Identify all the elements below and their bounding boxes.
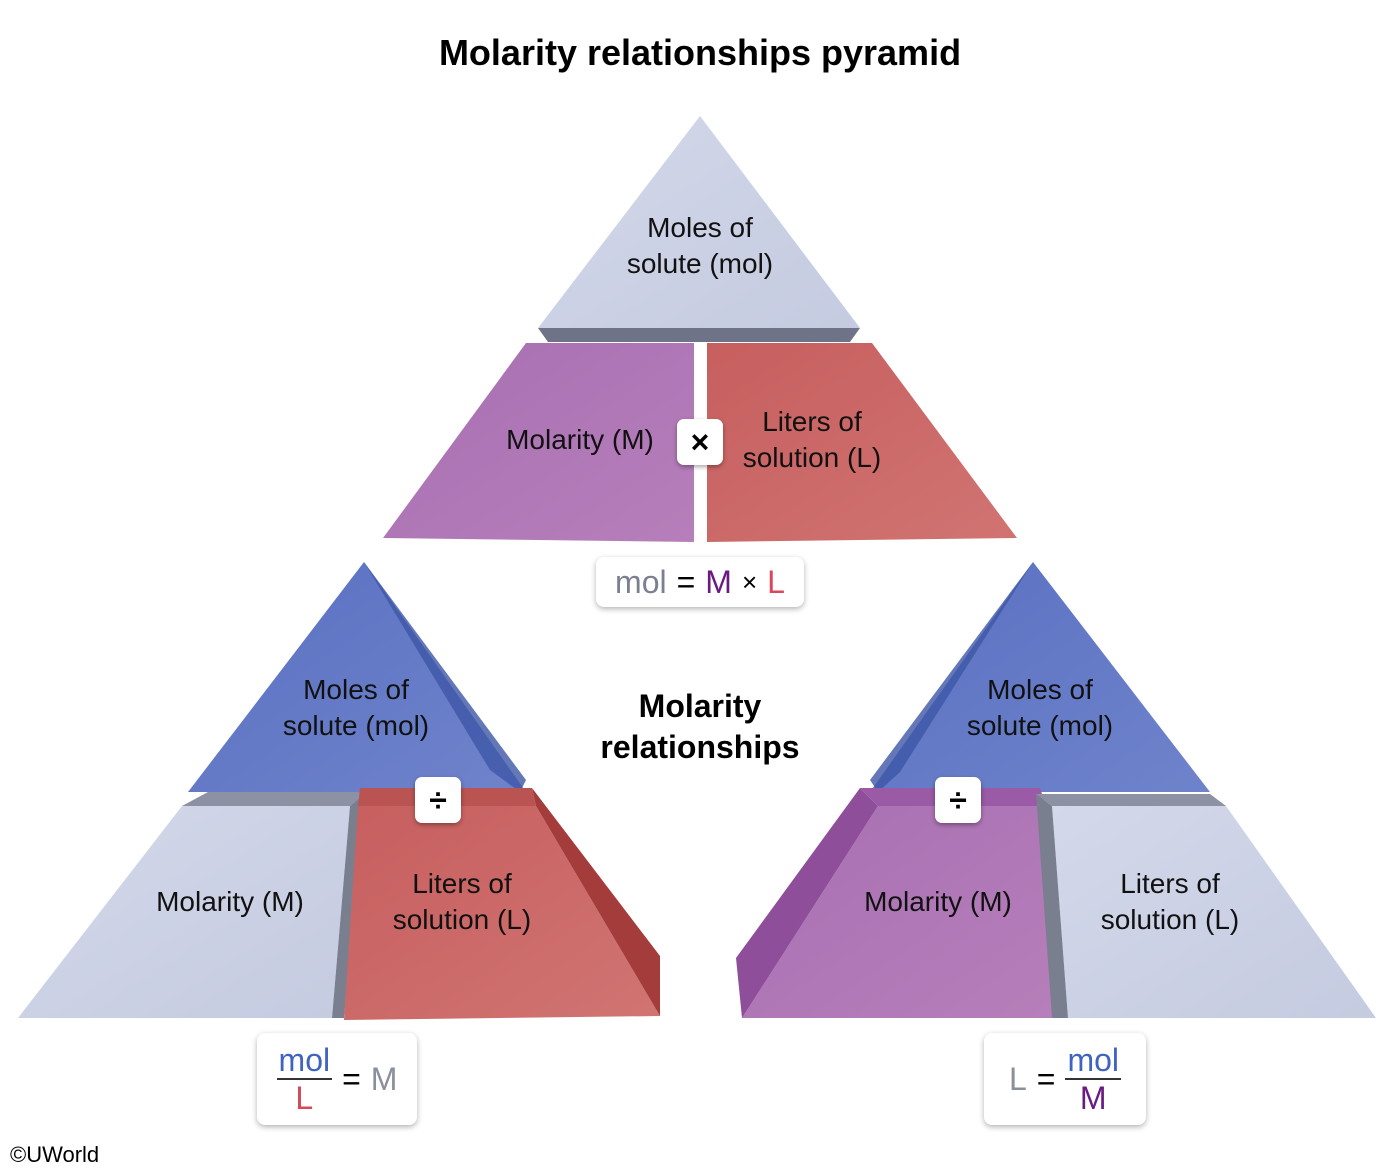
br-liters-block-top [1036, 794, 1226, 806]
eq-L: L [767, 563, 785, 600]
br-liters-label-line1: Liters of [1120, 868, 1220, 899]
bl-liters-block [344, 806, 660, 1020]
br-eq-numerator: mol [1065, 1042, 1122, 1080]
top-moles-label-line2: solute (mol) [626, 248, 774, 279]
br-eq-fraction: mol M [1065, 1042, 1122, 1116]
eq-M: M [705, 563, 732, 600]
bl-molarity-block [18, 806, 350, 1018]
br-moles-label: Moles of solute (mol) [934, 672, 1146, 744]
top-moles-label: Moles of solute (mol) [590, 210, 810, 282]
top-liters-label: Liters of solution (L) [720, 404, 904, 476]
br-moles-label-line2: solute (mol) [966, 710, 1114, 741]
top-liters-label-line2: solution (L) [742, 442, 882, 473]
bl-eq-denominator: L [295, 1080, 314, 1116]
bl-eq-equals: = [342, 1060, 361, 1097]
bl-liters-label: Liters of solution (L) [370, 866, 554, 938]
top-liters-label-line1: Liters of [762, 406, 862, 437]
bl-eq-rhs: M [370, 1060, 398, 1097]
br-moles-block [870, 562, 1210, 792]
br-molarity-block [742, 806, 1054, 1018]
br-liters-block [1052, 806, 1376, 1018]
br-moles-label-line1: Moles of [987, 674, 1093, 705]
eq-mol: mol [615, 563, 667, 600]
bl-eq-numerator: mol [276, 1042, 333, 1080]
center-label-line1: Molarity [638, 688, 762, 724]
br-equation-box: L = mol M [984, 1033, 1146, 1125]
br-molarity-label: Molarity (M) [864, 886, 1012, 917]
bl-equation-box: mol L = M [257, 1033, 417, 1125]
eq-times: × [741, 566, 758, 597]
bl-liters-label-line1: Liters of [412, 868, 512, 899]
bottom-left-pyramid [18, 562, 660, 1020]
br-liters-label: Liters of solution (L) [1078, 866, 1262, 938]
top-moles-label-line1: Moles of [647, 212, 753, 243]
bl-moles-block [188, 562, 526, 792]
br-divide-operator-icon: ÷ [935, 777, 981, 823]
br-liters-block-side [1036, 794, 1068, 1018]
br-eq-lhs: L [1008, 1060, 1027, 1097]
top-pyramid [383, 116, 1017, 542]
top-pyramid-molarity-block [383, 343, 694, 542]
top-equation-box: mol = M × L [596, 557, 804, 607]
top-pyramid-moles-block-edge [538, 328, 860, 342]
bl-liters-label-line2: solution (L) [392, 904, 532, 935]
bl-moles-label-line2: solute (mol) [282, 710, 430, 741]
bl-moles-block-side [364, 562, 526, 792]
br-eq-equals: = [1036, 1060, 1056, 1097]
top-pyramid-liters-block [707, 343, 1017, 542]
bl-moles-label-line1: Moles of [303, 674, 409, 705]
bl-liters-block-side [532, 788, 660, 1016]
bl-molarity-block-top [182, 792, 366, 806]
bottom-right-pyramid [736, 562, 1376, 1018]
top-pyramid-moles-block [538, 116, 860, 328]
center-label-line2: relationships [600, 729, 800, 765]
br-eq-denominator: M [1079, 1080, 1107, 1116]
top-molarity-label: Molarity (M) [506, 424, 654, 455]
bl-eq-fraction: mol L [276, 1042, 333, 1116]
br-moles-block-side [870, 562, 1033, 792]
br-liters-label-line2: solution (L) [1100, 904, 1240, 935]
diagram-title: Molarity relationships pyramid [438, 32, 962, 73]
center-label: Molarity relationships [560, 686, 840, 768]
multiply-operator-icon: × [677, 419, 723, 465]
copyright-text: ©UWorld [10, 1142, 100, 1167]
bl-moles-label: Moles of solute (mol) [250, 672, 462, 744]
eq-equals: = [676, 563, 696, 600]
bl-divide-operator-icon: ÷ [415, 777, 461, 823]
bl-molarity-label: Molarity (M) [156, 886, 304, 917]
br-molarity-block-side [736, 788, 878, 1018]
